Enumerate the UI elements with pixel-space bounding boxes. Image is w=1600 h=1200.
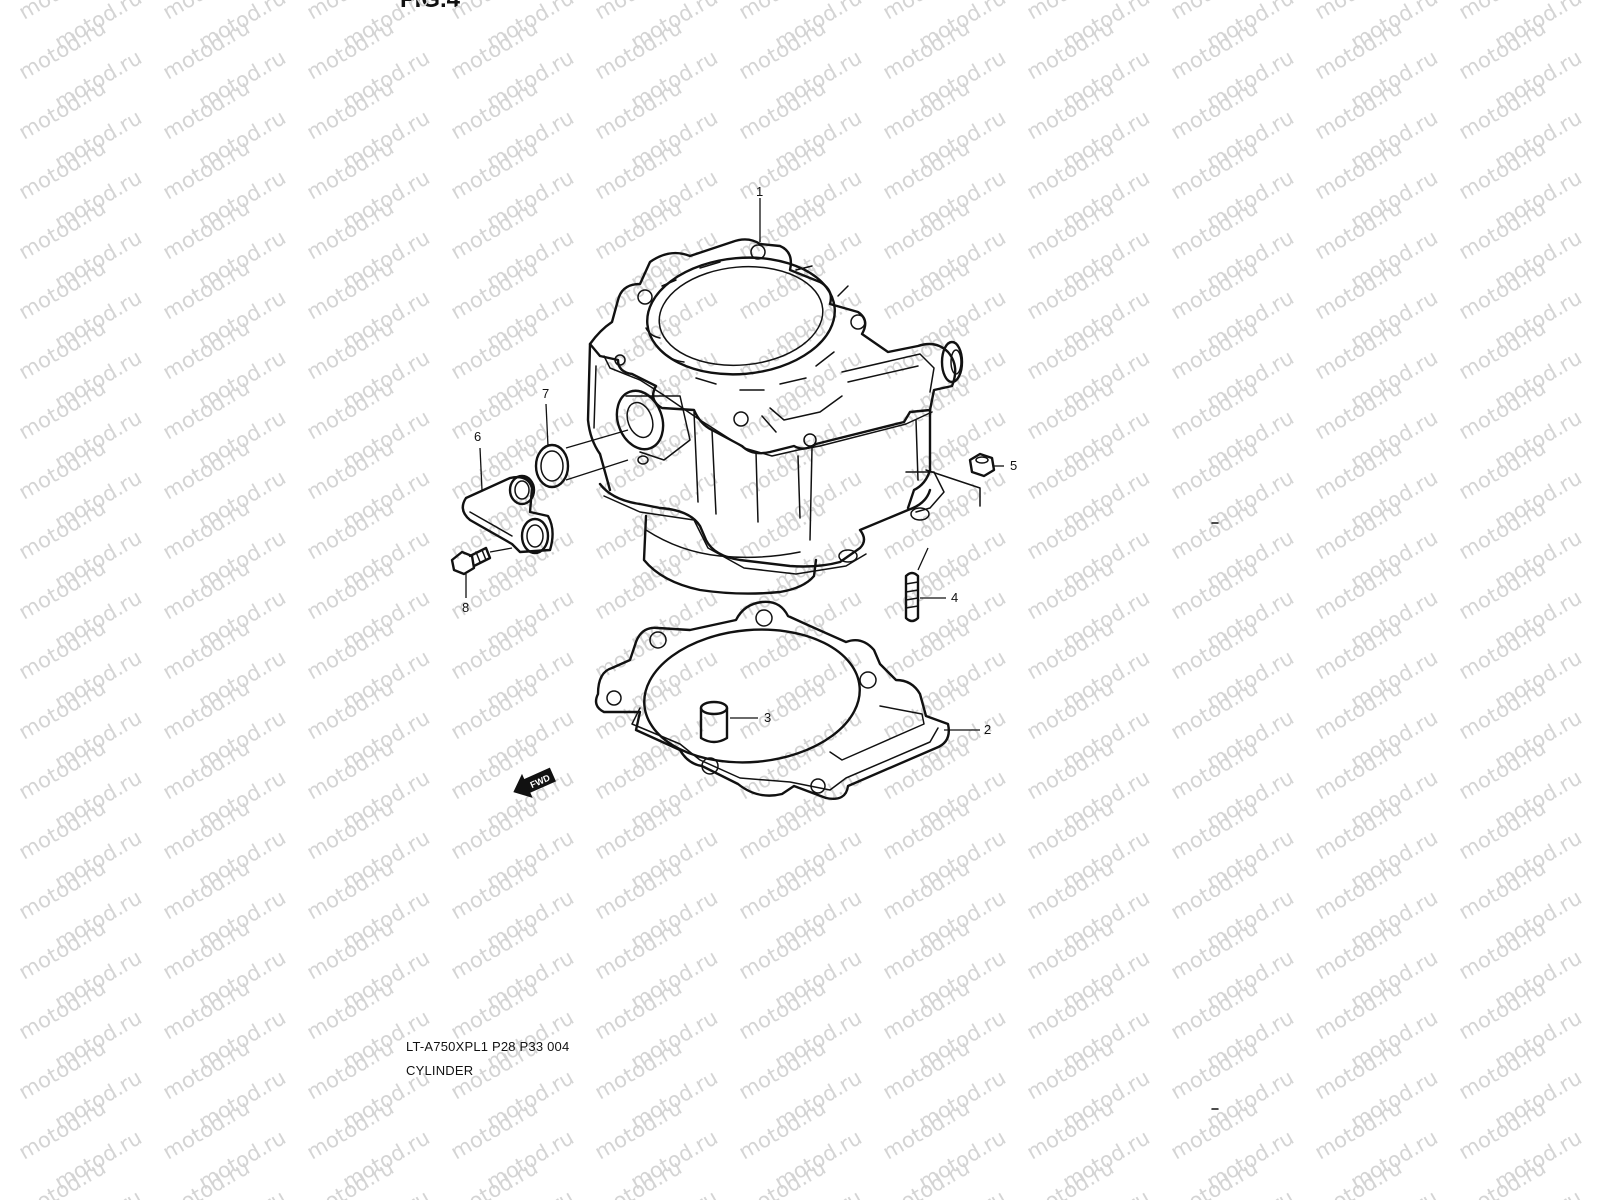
callout-1: 1 [756,184,763,199]
model-code-caption: LT-A750XPL1 P28 P33 004 [406,1039,570,1054]
callout-5: 5 [1010,458,1017,473]
callout-6: 6 [474,429,481,444]
watermark-text: motod.ru [0,585,2,654]
watermark-text: motod.ru [0,105,2,174]
callout-leaders [465,198,1004,731]
watermark-text: motod.ru [0,765,2,834]
nut [968,452,996,478]
watermark-text: motod.ru [0,525,2,594]
watermark-text: motod.ru [0,1065,2,1134]
watermark-text: motod.ru [0,645,2,714]
watermark-text: motod.ru [0,0,2,54]
bolt [450,546,492,576]
stud-bolt [904,571,920,623]
forward-direction-arrow: FWD [513,767,556,798]
watermark-text: motod.ru [0,1185,2,1200]
callout-2: 2 [984,722,991,737]
watermark-text: motod.ru [0,405,2,474]
callout-8: 8 [462,600,469,615]
o-ring [534,443,570,489]
watermark-text: motod.ru [0,1005,2,1074]
water-inlet-pipe [461,474,554,555]
callout-7: 7 [542,386,549,401]
watermark-text: motod.ru [0,705,2,774]
watermark-text: motod.ru [0,225,2,294]
assembly-lines [489,429,929,571]
cylinder-block [586,238,981,595]
watermark-text: motod.ru [0,165,2,234]
watermark-text: motod.ru [0,945,2,1014]
figure-title: FIG.4 [400,0,460,14]
callout-labels: 1 2 3 4 5 6 7 8 [462,184,1017,737]
callout-3: 3 [764,710,771,725]
callout-4: 4 [951,590,958,605]
watermark-text: motod.ru [0,825,2,894]
watermark-text: motod.ru [0,465,2,534]
watermark-text: motod.ru [0,345,2,414]
watermark-text: motod.ru [0,285,2,354]
watermark-text: motod.ru [0,885,2,954]
dowel-pin [699,700,729,744]
cylinder-base-gasket [594,600,950,800]
watermark-text: motod.ru [0,45,2,114]
diagram-name-caption: CYLINDER [406,1063,474,1078]
watermark-text: motod.ru [0,1125,2,1194]
